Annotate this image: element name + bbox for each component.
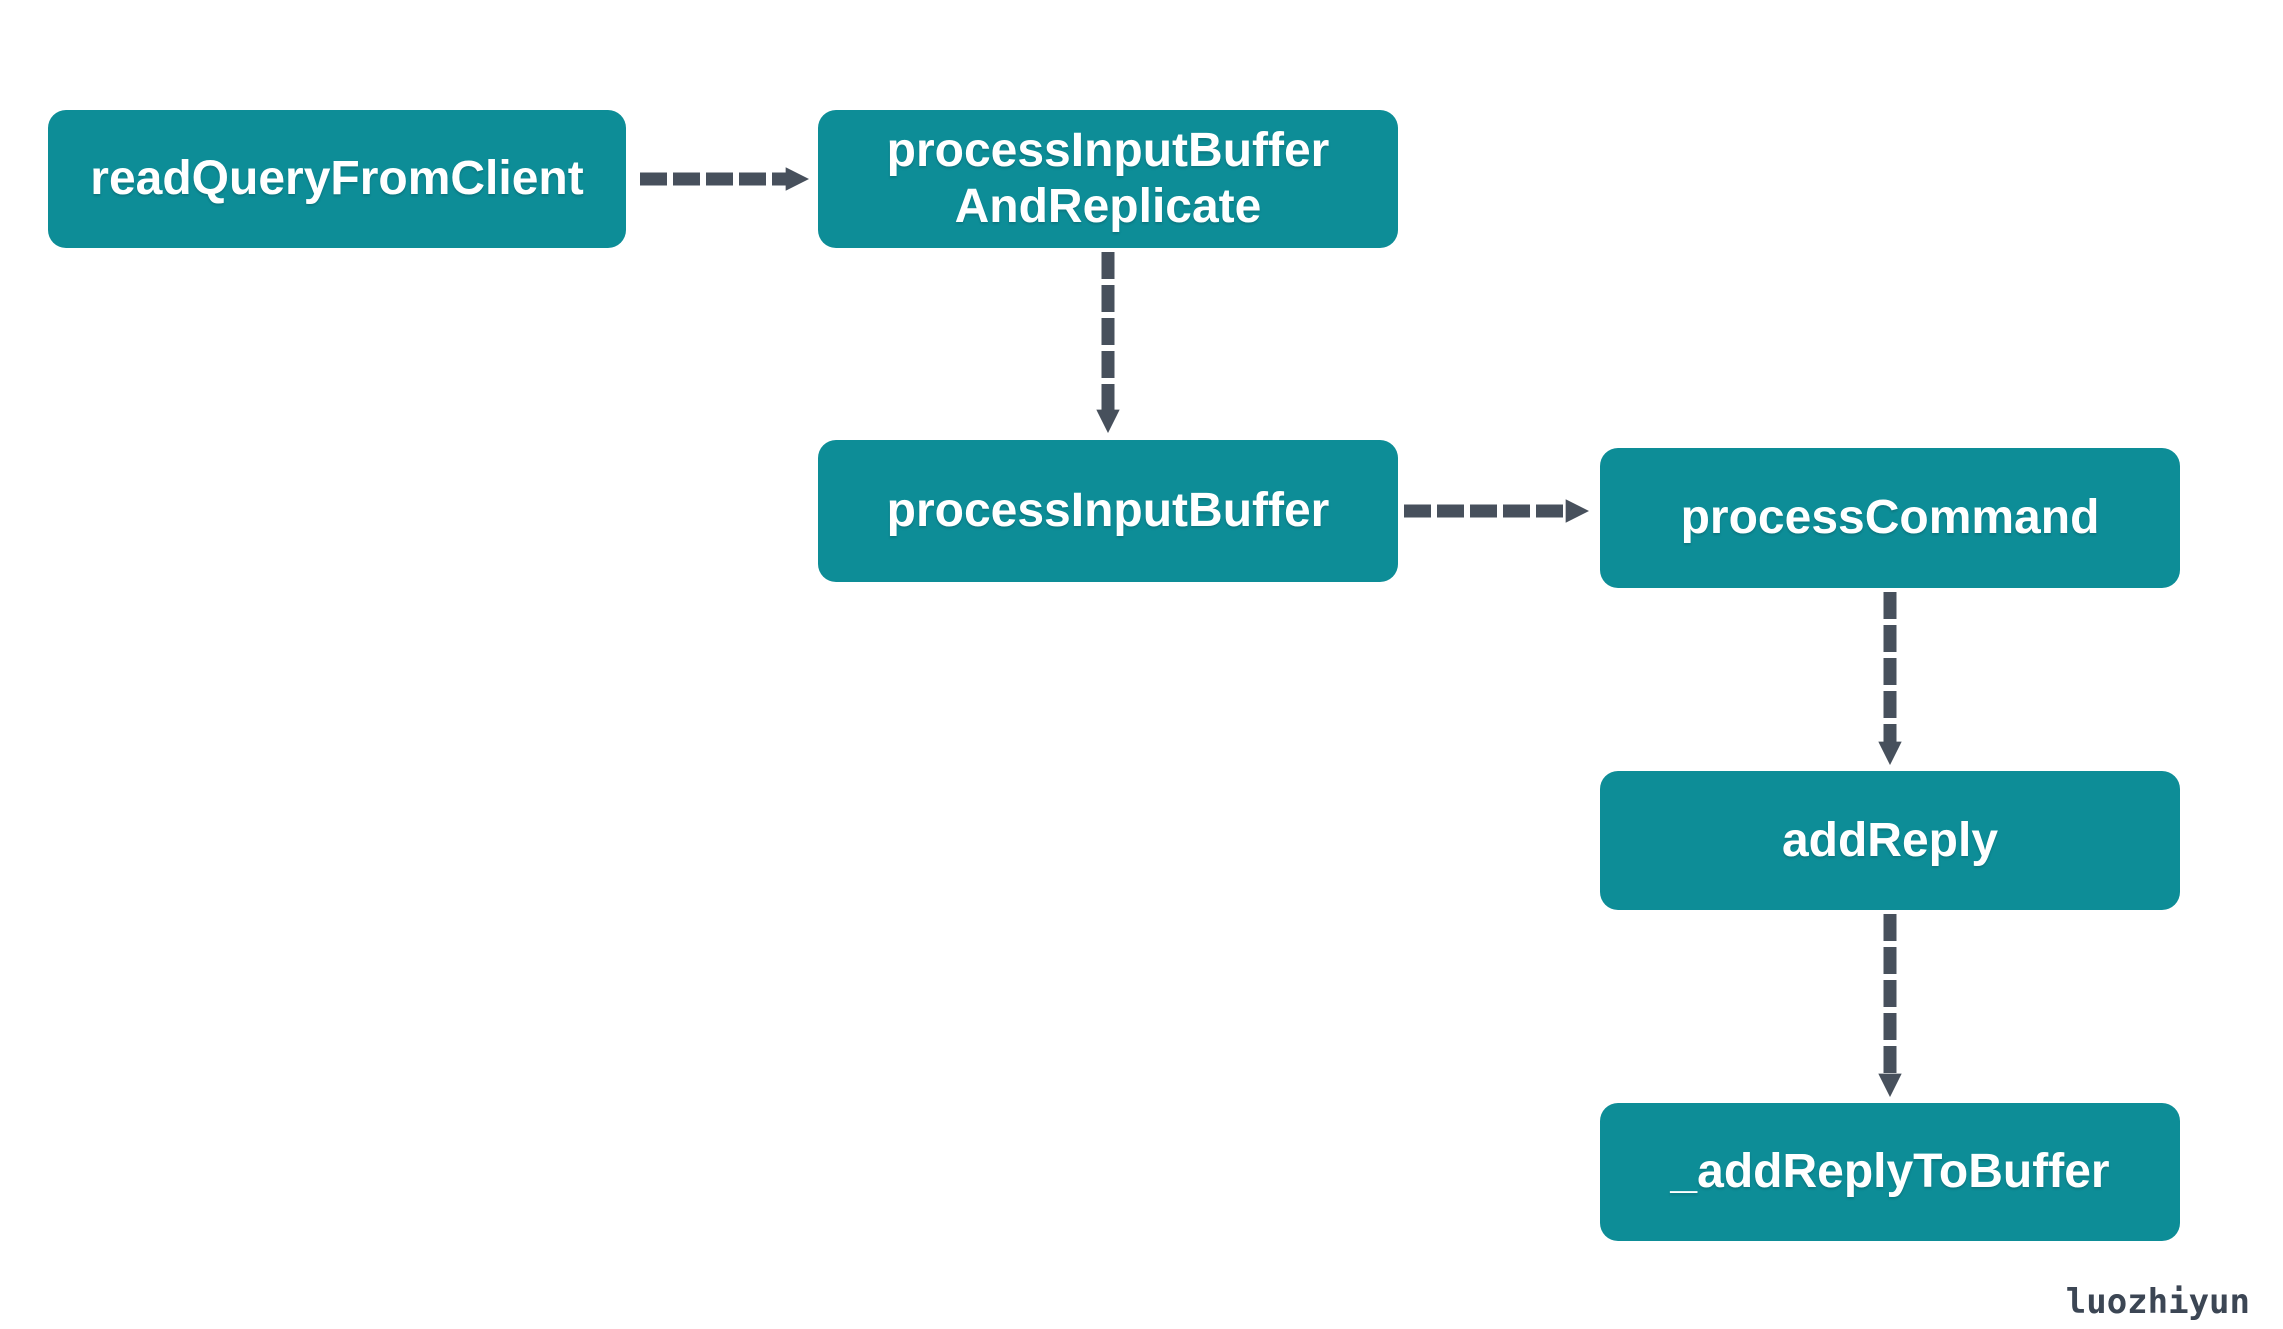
node-add-reply: addReply	[1600, 771, 2180, 910]
node-process-input-buffer: processInputBuffer	[818, 440, 1398, 582]
node-read-query-from-client: readQueryFromClient	[48, 110, 626, 248]
node-add-reply-to-buffer: _addReplyToBuffer	[1600, 1103, 2180, 1241]
watermark-text: luozhiyun	[2065, 1282, 2250, 1322]
node-process-command: processCommand	[1600, 448, 2180, 588]
node-process-input-buffer-and-replicate: processInputBuffer AndReplicate	[818, 110, 1398, 248]
